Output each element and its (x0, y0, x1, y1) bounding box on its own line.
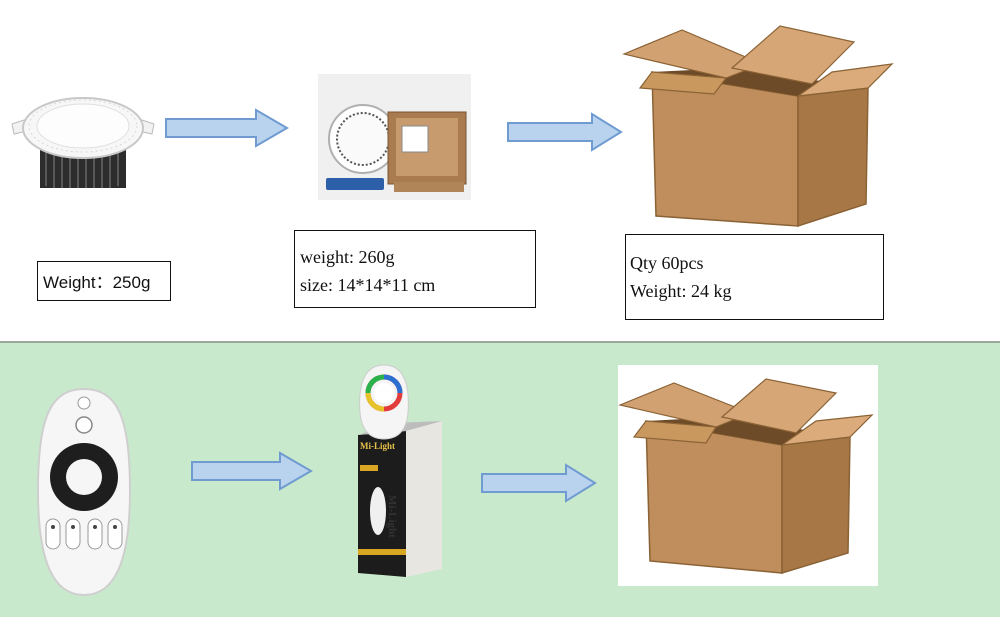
box-brand-side: Mi-Light (386, 495, 398, 538)
bottom-panel: Mi-Light Mi-Light (0, 343, 1000, 617)
downlight-weight-text: Weight：250g (43, 273, 151, 292)
shipping-carton-image (622, 25, 894, 228)
remote-control-image (36, 387, 132, 597)
carton-weight-text: Weight: 24 kg (630, 281, 732, 301)
downlight-image (11, 97, 155, 188)
downlight-weight-label: Weight：250g (37, 261, 171, 301)
shipping-carton-image-bottom (618, 365, 878, 586)
packaged-downlight-image (318, 74, 471, 200)
package-size-text: size: 14*14*11 cm (300, 275, 436, 295)
carton-spec-label: Qty 60pcs Weight: 24 kg (625, 234, 884, 320)
box-brand-front: Mi-Light (360, 441, 395, 451)
right-arrow-icon (191, 451, 313, 491)
package-weight-text: weight: 260g (300, 247, 395, 267)
carton-qty-text: Qty 60pcs (630, 253, 704, 273)
right-arrow-icon (507, 112, 623, 152)
package-spec-label: weight: 260g size: 14*14*11 cm (294, 230, 536, 308)
right-arrow-icon (165, 108, 289, 148)
remote-retail-box-image: Mi-Light Mi-Light (354, 361, 444, 579)
top-panel: Weight：250g weight: 260g size: 14*14*11 … (0, 25, 1000, 343)
right-arrow-icon (481, 463, 597, 503)
